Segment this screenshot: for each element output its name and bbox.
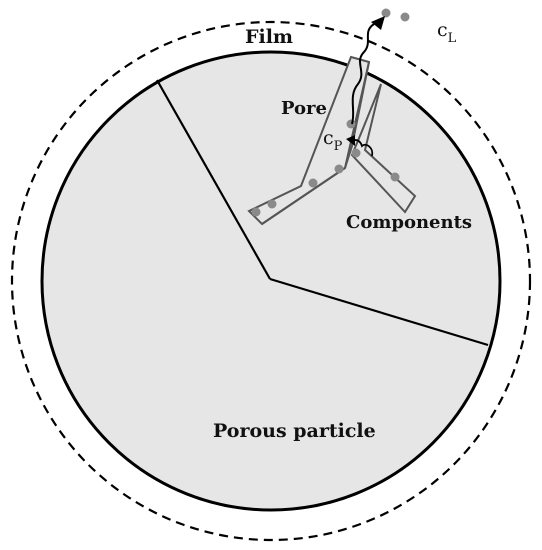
component-dot	[267, 199, 277, 209]
bulk-dot	[381, 8, 391, 18]
diffusion-path	[351, 23, 375, 125]
component-dot	[308, 178, 318, 188]
liquid-concentration-base: c	[437, 19, 448, 41]
bulk-dots	[381, 8, 410, 22]
component-dot	[390, 172, 400, 182]
components-label: Components	[346, 212, 472, 233]
pore-concentration-sub: P	[334, 139, 343, 154]
component-dot	[334, 164, 344, 174]
component-dot	[251, 207, 261, 217]
adsorption-arrowhead	[346, 135, 355, 146]
diffusion-arrowhead	[371, 16, 385, 30]
film-label: Film	[245, 26, 293, 48]
particle-crack-lower	[269, 277, 489, 347]
pore-concentration-base: c	[323, 127, 334, 149]
liquid-concentration-sub: L	[448, 31, 457, 46]
pore-concentration-label: cP	[323, 127, 343, 154]
porous-particle-label: Porous particle	[213, 420, 376, 442]
pore-channel-inner	[261, 61, 370, 225]
component-dot	[346, 119, 356, 129]
pore-label: Pore	[281, 98, 327, 119]
liquid-concentration-label: cL	[437, 19, 457, 46]
particle-crack-upper	[156, 79, 271, 280]
film-boundary	[10, 20, 532, 542]
bulk-dot	[400, 12, 410, 22]
adsorption-path	[351, 139, 374, 157]
component-dot	[351, 148, 361, 158]
porous-particle-body	[40, 50, 502, 512]
